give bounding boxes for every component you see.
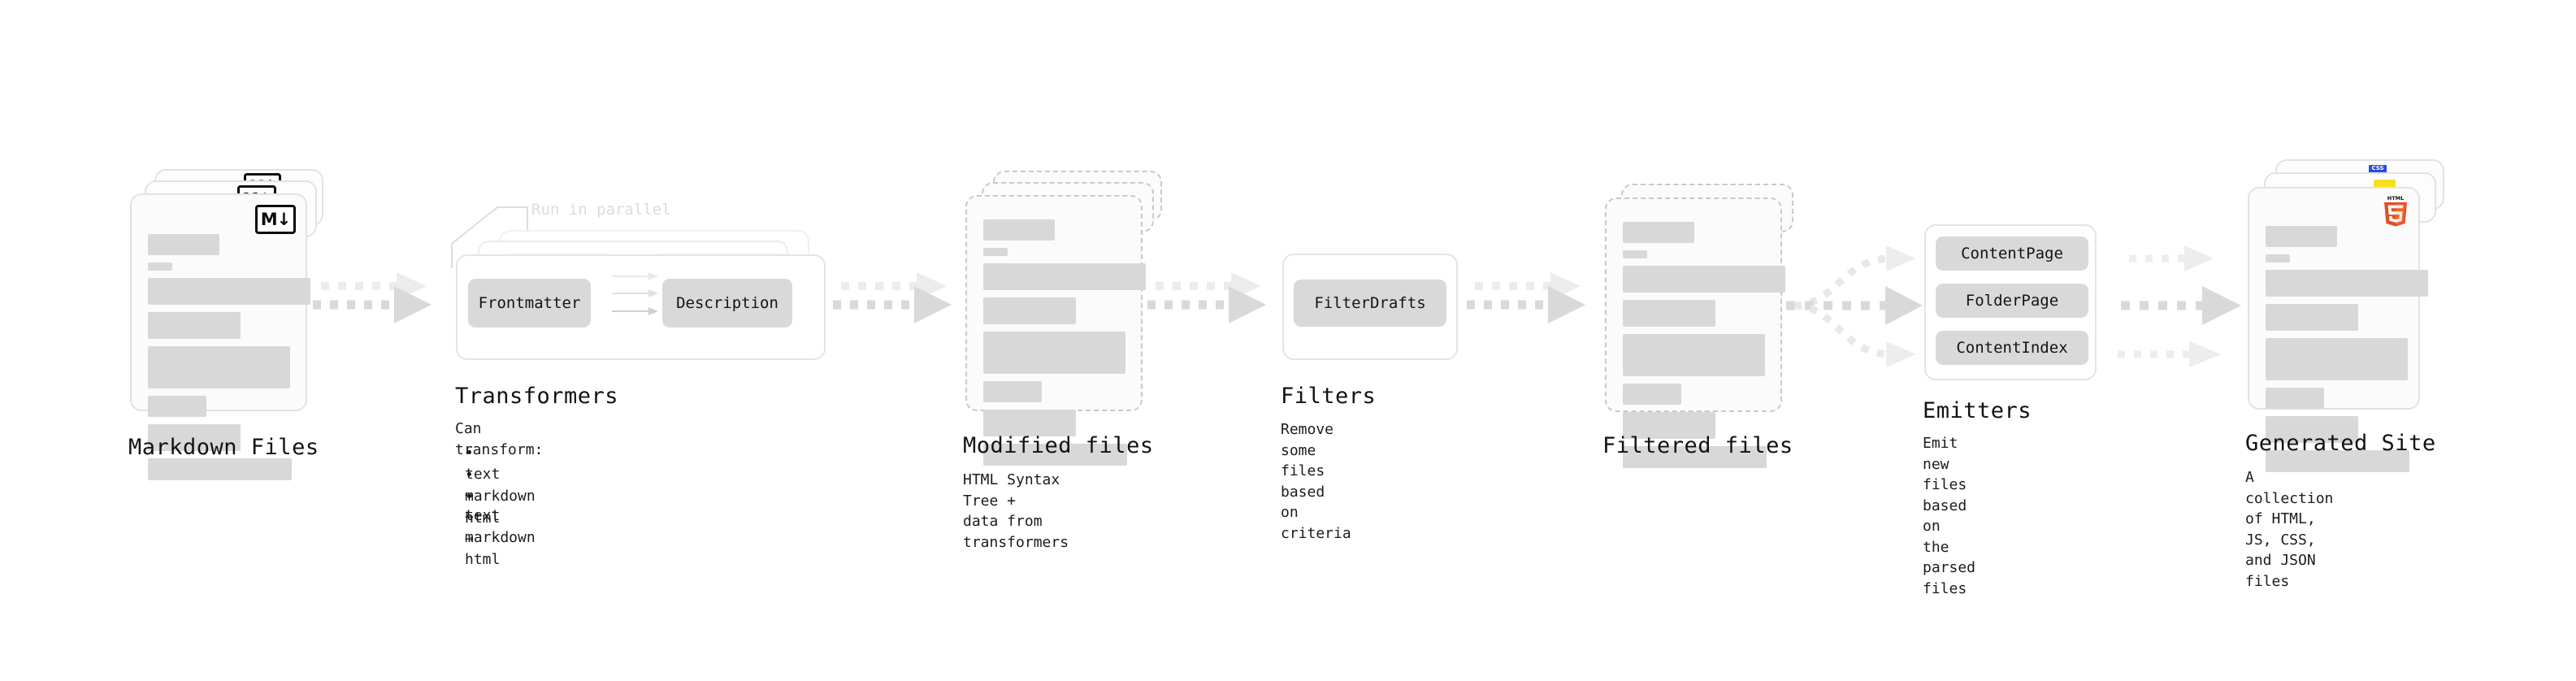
skeleton-bar	[2266, 254, 2290, 262]
filtered-card-front	[1605, 197, 1785, 468]
connector-filters-to-filtered	[1467, 272, 1585, 323]
filters-title: Filters	[1281, 384, 1377, 409]
run-in-parallel-label: Run in parallel	[531, 201, 671, 219]
skeleton-bar	[983, 444, 1127, 466]
skeleton-bar	[1623, 334, 1765, 376]
skeleton-bar	[1623, 250, 1647, 258]
skeleton-bar	[1623, 222, 1694, 243]
modified-files-title: Modified files	[963, 433, 1154, 458]
generated-site-title: Generated Site	[2245, 431, 2436, 456]
skeleton-bar	[2266, 304, 2358, 331]
run-in-parallel-bracket	[451, 206, 528, 268]
skeleton-bar	[983, 263, 1146, 290]
filter-node-filterdrafts[interactable]: FilterDrafts	[1294, 280, 1446, 327]
skeleton-bar	[2266, 226, 2337, 247]
filtered-files-title: Filtered files	[1602, 433, 1793, 458]
skeleton-bar	[148, 396, 206, 417]
skeleton-bar	[2266, 338, 2408, 380]
emitter-node-contentindex[interactable]: ContentIndex	[1936, 331, 2088, 365]
transformers-bullet-2: • html → html	[465, 488, 501, 568]
skeleton-bars	[148, 234, 310, 488]
skeleton-bar	[1623, 300, 1715, 327]
markdown-files-title: Markdown Files	[128, 435, 319, 460]
skeleton-bar	[2266, 270, 2428, 297]
skeleton-bar	[148, 234, 219, 255]
skeleton-bar	[1623, 266, 1785, 293]
skeleton-bar	[2266, 450, 2409, 472]
emitter-node-folderpage[interactable]: FolderPage	[1936, 284, 2088, 318]
emitters-title: Emitters	[1923, 398, 2032, 423]
filters-subtitle: Remove some files based on criteria	[1281, 421, 1351, 542]
skeleton-bar	[148, 346, 290, 388]
transformers-bullet-1: • markdown → markdown	[465, 466, 536, 546]
skeleton-bar	[1623, 384, 1681, 405]
svg-text:HTML: HTML	[2387, 195, 2404, 202]
skeleton-bar	[983, 410, 1076, 436]
emitter-node-contentpage[interactable]: ContentPage	[1936, 236, 2088, 271]
skeleton-bar	[983, 381, 1042, 402]
transformer-internal-arrows	[612, 272, 658, 315]
skeleton-bar	[983, 332, 1125, 374]
skeleton-bars	[2266, 226, 2428, 479]
transformers-bullet-0: • text → text	[465, 445, 501, 524]
modified-files-subtitle: HTML Syntax Tree + data from transformer…	[963, 471, 1069, 551]
skeleton-bar	[148, 312, 241, 339]
site-card-front	[2248, 187, 2428, 472]
generated-site-subtitle: A collection of HTML, JS, CSS, and JSON …	[2245, 469, 2334, 590]
skeleton-bar	[148, 278, 310, 305]
transformers-title: Transformers	[455, 384, 619, 409]
skeleton-bar	[148, 424, 241, 451]
skeleton-bar	[983, 248, 1008, 256]
skeleton-bar	[2266, 416, 2358, 443]
connector-markdown-to-transformers	[313, 272, 432, 323]
markdown-badge: M↓	[255, 205, 296, 234]
transformers-subtitle: Can transform:	[455, 420, 544, 458]
connector-modified-to-filters	[1147, 272, 1266, 323]
skeleton-bars	[1623, 222, 1785, 475]
skeleton-bar	[148, 262, 172, 271]
skeleton-bars	[983, 219, 1146, 473]
connector-transformers-to-modified	[833, 272, 952, 323]
skeleton-bar	[2266, 388, 2324, 409]
transformer-node-frontmatter[interactable]: Frontmatter	[468, 279, 591, 327]
transformer-node-description[interactable]: Description	[662, 279, 792, 327]
connector-emitters-to-site	[2118, 245, 2241, 367]
skeleton-bar	[148, 458, 292, 480]
skeleton-bar	[983, 219, 1055, 241]
markdown-card-front: M↓	[130, 193, 310, 480]
emitters-subtitle: Emit new files based on the parsed files	[1923, 435, 1976, 597]
skeleton-bar	[1623, 446, 1767, 468]
skeleton-bar	[983, 297, 1076, 324]
skeleton-bar	[1623, 412, 1715, 439]
modified-card-front	[965, 195, 1146, 466]
css-badge: CSS	[2369, 165, 2387, 173]
connector-filtered-to-emitters	[1786, 245, 1923, 367]
html5-icon: HTML	[2384, 195, 2407, 227]
